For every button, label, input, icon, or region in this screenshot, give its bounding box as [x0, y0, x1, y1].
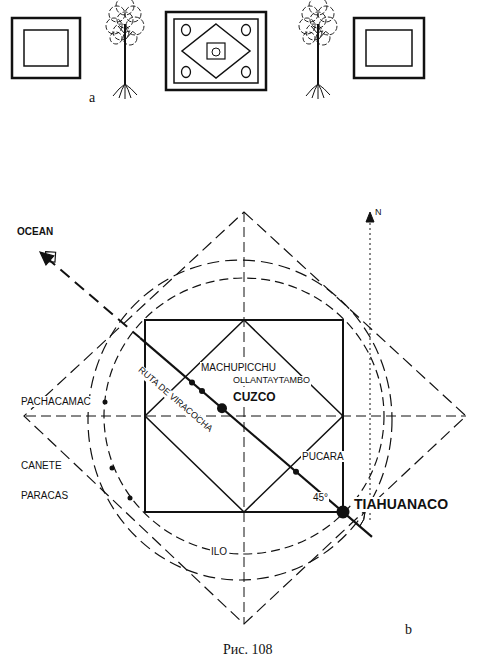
site-dot: [217, 403, 227, 413]
nested-square: [354, 18, 424, 78]
nested-square: [12, 18, 80, 78]
site-dot: [199, 388, 205, 394]
place-label: OLLANTAYTAMBO: [232, 376, 311, 386]
place-label: CUZCO: [232, 391, 277, 404]
nested-square: [24, 30, 68, 66]
place-label: PARACAS: [20, 490, 69, 501]
route-line: [140, 338, 372, 537]
site-dot: [128, 496, 133, 501]
site-dot: [189, 379, 195, 385]
place-label: TIAHUANACO: [353, 497, 449, 512]
site-dot: [337, 506, 350, 519]
place-label: MACHUPICCHU: [200, 362, 277, 373]
ocean-marker: [45, 252, 56, 263]
central-circle: [212, 48, 220, 56]
tree-figure: [106, 0, 144, 99]
corner-oval: [182, 67, 191, 78]
place-label: a: [88, 90, 96, 105]
central-square: [166, 12, 266, 90]
place-label: b: [404, 622, 413, 637]
place-label: PACHACAMAC: [20, 396, 92, 407]
corner-oval: [242, 25, 251, 36]
site-dot: [103, 400, 108, 405]
central-diamond: [182, 24, 250, 78]
dashed-axis: [26, 416, 466, 417]
central-inner-square: [207, 43, 225, 59]
north-line: [370, 218, 371, 520]
dashed-circle: [88, 260, 392, 580]
angle-arc: [360, 512, 365, 526]
nested-square: [366, 30, 412, 66]
figure-caption: Рис. 108: [222, 642, 274, 657]
place-label: ILO: [210, 546, 228, 557]
place-label: PUCARA: [301, 451, 345, 462]
inner-diamond: [145, 320, 343, 512]
corner-oval: [242, 67, 251, 78]
route-line: [46, 257, 140, 338]
place-label: CANETE: [20, 460, 63, 471]
north-arrowhead: [366, 212, 374, 222]
central-square: [174, 19, 258, 83]
dashed-diamond: [24, 212, 466, 624]
place-label: N: [374, 208, 383, 218]
tree-figure: [299, 0, 337, 99]
place-label: RUTA DE VIRACOCHA: [135, 365, 215, 435]
place-label: OCEAN: [16, 226, 54, 237]
place-label: 45°: [312, 492, 329, 503]
dashed-axis: [244, 212, 245, 624]
square-frame: [145, 320, 343, 512]
corner-oval: [182, 25, 191, 36]
ocean-arrowhead: [40, 252, 54, 265]
site-dot: [293, 469, 299, 475]
site-dot: [110, 466, 115, 471]
